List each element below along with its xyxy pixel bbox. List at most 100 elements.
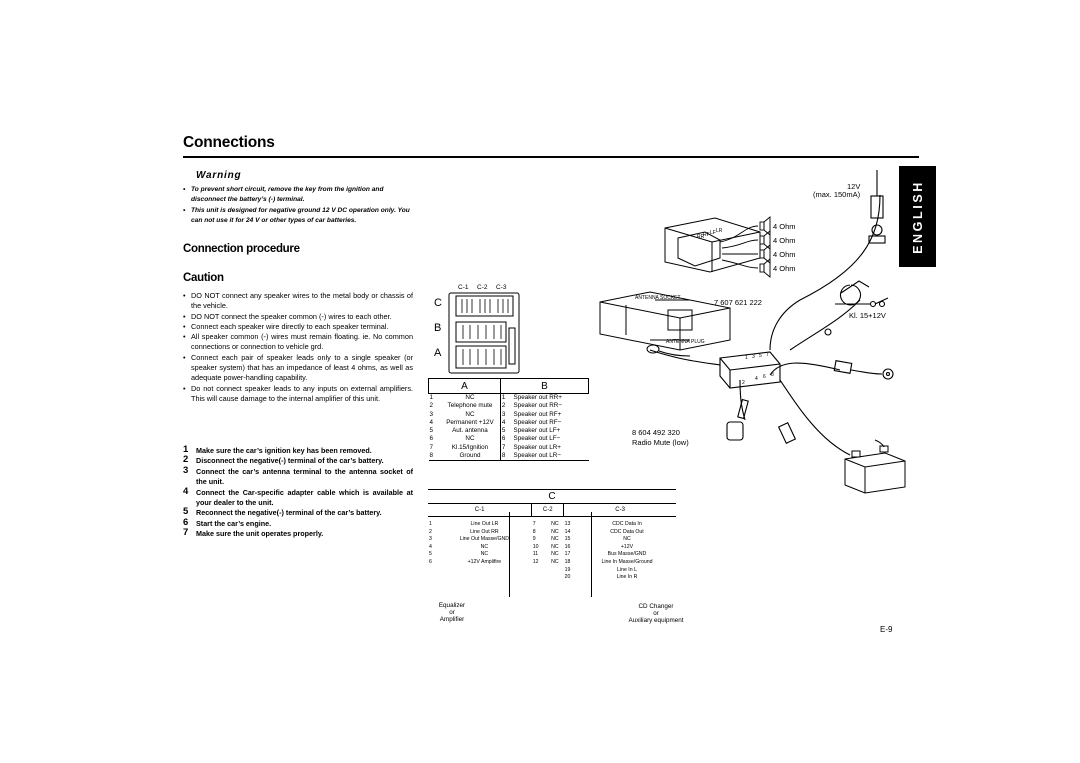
pin-function: NC	[480, 551, 489, 558]
step-number: 1	[183, 444, 189, 455]
pin-function: CDC Data In	[612, 521, 642, 527]
pin-number: 12	[532, 558, 539, 565]
pin-function: Line Out LR	[470, 521, 499, 527]
page-title: Connections	[183, 134, 275, 151]
step-number: 2	[183, 454, 189, 466]
pin-number: 6	[429, 558, 432, 565]
pin-function: Line In R	[616, 574, 638, 581]
pin-number	[428, 567, 437, 575]
pin-number	[428, 574, 437, 582]
pin-function: Line In Masse/Ground	[601, 558, 653, 565]
table-c-header: C	[428, 490, 676, 504]
connector-row-c: C	[434, 297, 442, 309]
pin-number: 3	[429, 536, 432, 543]
pin-number: 6	[501, 435, 506, 443]
pin-function: Speaker out RF+	[513, 410, 562, 418]
pin-number: 11	[532, 551, 539, 558]
step-item: 5 Reconnect the negative(-) terminal of t…	[183, 506, 413, 518]
language-tab: ENGLISH	[899, 166, 936, 267]
speaker-ohm-label: 4 Ohm	[773, 264, 796, 273]
pin-number: 1	[429, 394, 434, 401]
table-row: 20 Line In R	[428, 574, 676, 582]
pin-function: Line Out RR	[470, 528, 499, 535]
car-battery	[844, 439, 906, 494]
plug-pin: 4	[755, 376, 758, 382]
pin-number: 4	[429, 418, 434, 426]
pin-number: 5	[501, 427, 506, 435]
pin-number: 6	[429, 435, 434, 443]
footer-left-line: Amplifier	[439, 616, 465, 623]
step-number: 5	[183, 506, 189, 518]
connector-label-c1: C-1	[458, 284, 469, 291]
pin-number	[532, 567, 546, 575]
antenna-plug-label: ANTENNA PLUG	[666, 339, 705, 345]
step-number: 4	[183, 485, 189, 497]
pin-number: 14	[564, 528, 571, 535]
ignition-label: Kl. 15+12V	[849, 311, 886, 320]
pin-number: 13	[564, 521, 571, 527]
table-c-divider	[509, 512, 510, 597]
caution-item: All speaker common (-) wires must remain…	[183, 332, 413, 353]
connector-row-b: B	[434, 322, 442, 334]
connector-label-c3: C-3	[496, 284, 507, 291]
step-text: Reconnect the negative(-) terminal of th…	[196, 508, 382, 518]
warning-list: To prevent short circuit, remove the key…	[183, 185, 413, 226]
pin-function: Telephone mute	[440, 402, 501, 411]
pin-function: Speaker out LR−	[513, 452, 561, 460]
plug-pin: 8	[771, 372, 774, 378]
caution-item: DO NOT connect the speaker common (-) wi…	[183, 312, 413, 323]
step-text: Make sure the unit operates properly.	[196, 529, 324, 539]
table-c-subheader: C-2	[531, 503, 565, 517]
speaker-tag: RF	[703, 232, 710, 238]
warning-item: This unit is designed for negative groun…	[183, 206, 413, 227]
pin-number: 8	[532, 528, 536, 535]
pin-function: Speaker out RR−	[513, 402, 562, 410]
pin-function: Permanent +12V	[440, 418, 501, 428]
pin-function: Speaker out LR+	[513, 443, 561, 451]
pin-number: 4	[501, 418, 506, 426]
pin-function: NC	[440, 435, 501, 444]
speaker-wiring	[719, 216, 771, 278]
plug-pin: 2	[742, 380, 745, 386]
plug-pin: 7	[766, 352, 769, 358]
connection-procedure-heading: Connection procedure	[183, 243, 300, 255]
speaker-tag: LF	[710, 230, 716, 236]
pin-number: 7	[532, 521, 536, 527]
pin-function: Speaker out LF+	[513, 427, 561, 435]
pin-function: Speaker out LF−	[513, 435, 561, 443]
part-number-adapter: 7 607 621 222	[714, 298, 762, 307]
table-header-b: B	[541, 380, 548, 392]
footer-right-line: or	[653, 610, 659, 617]
pin-function: NC	[440, 410, 501, 419]
caution-item: Connect each speaker wire directly to ea…	[183, 322, 413, 333]
pin-function: NC	[551, 528, 559, 535]
pin-number: 7	[429, 443, 434, 451]
pin-number: 3	[501, 410, 506, 418]
pin-number: 20	[564, 574, 571, 581]
radio-unit	[599, 217, 761, 351]
pin-function: Speaker out RR+	[513, 394, 562, 401]
step-text: Connect the car’s antenna terminal to th…	[196, 466, 413, 487]
pin-function: +12V Amplifire	[467, 558, 502, 565]
table-c-divider	[591, 512, 592, 597]
pin-number: 7	[501, 443, 506, 451]
caution-list: DO NOT connect any speaker wires to the …	[183, 291, 413, 404]
pin-function: Kl.15/Ignition	[440, 443, 501, 453]
speaker-ohm-label: 4 Ohm	[773, 222, 796, 231]
speaker-tag: LR	[716, 228, 723, 234]
